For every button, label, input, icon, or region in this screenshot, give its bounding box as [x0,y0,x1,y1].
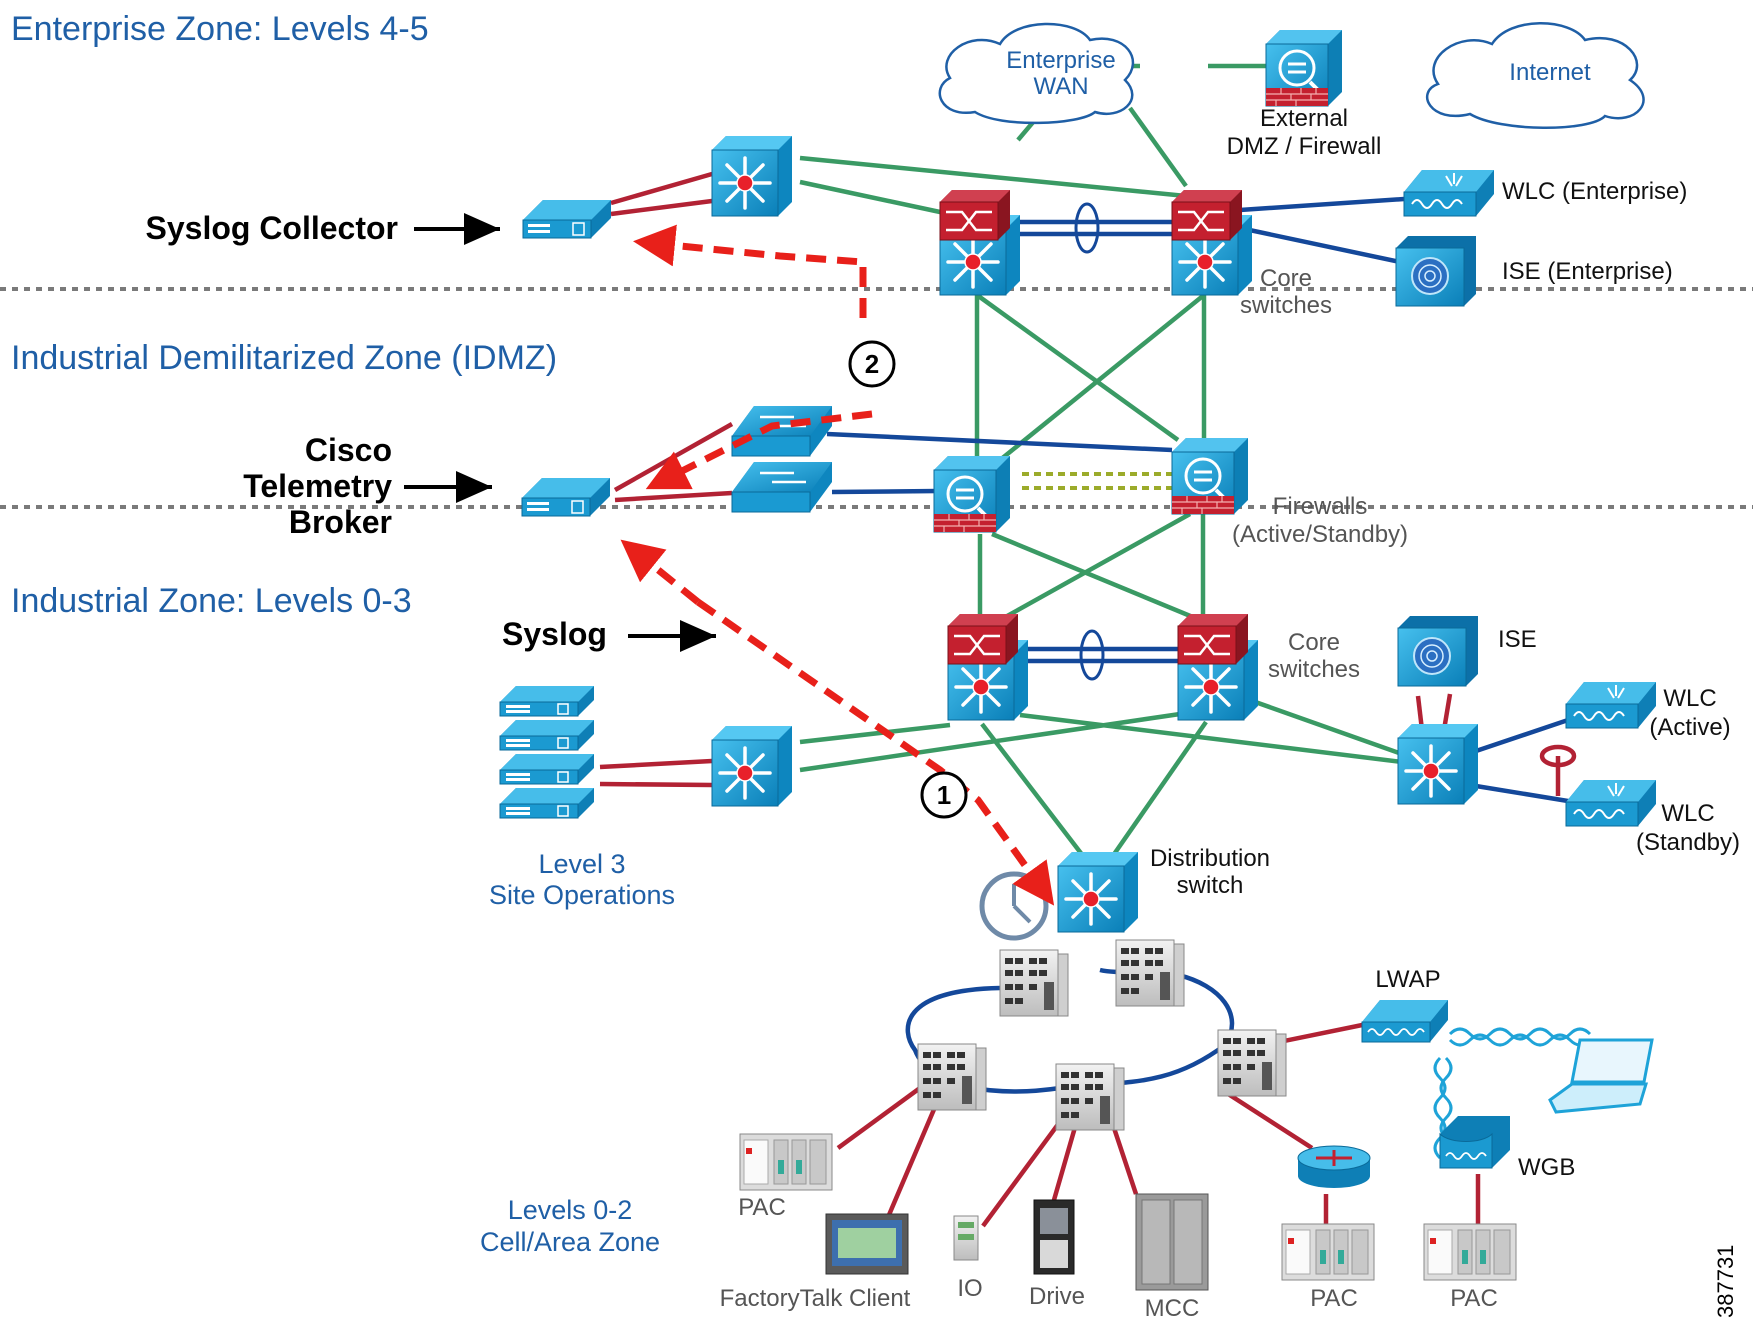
laptop-icon[interactable] [1548,1038,1654,1114]
svg-text:2: 2 [865,349,879,379]
syslog-collector-label: Syslog Collector [146,210,399,246]
ise-device[interactable] [1397,615,1479,687]
wlc-standby-device[interactable] [1565,779,1657,827]
enterprise-core-left[interactable] [938,188,1022,297]
step-badge-1: 1 [920,771,968,819]
level3-switch[interactable] [710,724,794,808]
wlc-standby-label-1: WLC [1661,800,1714,827]
syslog-label: Syslog [502,616,607,652]
idmz-switch-bottom[interactable] [730,460,834,514]
idmz-firewall-standby[interactable] [1170,436,1250,516]
industrial-core-left[interactable] [946,612,1030,722]
industrial-switch-5[interactable] [1217,1029,1287,1097]
core2-label-1: Core [1288,629,1340,656]
drive-label: Drive [1029,1283,1085,1310]
mcc-cabinet[interactable] [1135,1193,1209,1291]
idmz-switch-top[interactable] [730,404,834,458]
enterprise-wan-cloud: Enterprise WAN [938,22,1135,125]
pac-label-a: PAC [738,1194,786,1221]
level3-label-1: Level 3 [538,849,625,879]
wan-label-2: WAN [1033,73,1088,100]
pac-device-a[interactable] [739,1133,833,1191]
level3-server-stack[interactable] [499,685,595,819]
port-channel-bottom [1079,629,1105,681]
internet-cloud: Internet [1426,22,1645,129]
wlc-standby-label-2: (Standby) [1636,829,1740,856]
wlc-active-device[interactable] [1565,681,1657,729]
core2-label-2: switches [1268,656,1360,683]
ise-enterprise-label: ISE (Enterprise) [1502,258,1673,285]
levels02-label-1: Levels 0-2 [508,1195,633,1225]
syslog-collector-server[interactable] [522,199,612,239]
industrial-switch-1[interactable] [999,949,1069,1017]
external-firewall[interactable] [1264,28,1344,108]
wlc-access-switch[interactable] [1396,722,1480,806]
wlc-active-label-2: (Active) [1649,714,1730,741]
zone-idmz-title: Industrial Demilitarized Zone (IDMZ) [11,339,557,377]
wlc-active-label-1: WLC [1663,685,1716,712]
industrial-switch-4[interactable] [1055,1063,1125,1131]
zone-industrial-title: Industrial Zone: Levels 0-3 [11,582,412,620]
svg-text:1: 1 [937,780,951,810]
pac-label-c: PAC [1450,1285,1498,1312]
pointer-arrows [404,213,716,652]
distribution-label-2: switch [1177,872,1244,899]
core-label-1: Core [1260,265,1312,292]
industrial-switch-2[interactable] [1115,939,1185,1007]
firewalls-label-1: Firewalls [1273,493,1368,520]
internet-label: Internet [1509,59,1591,86]
lwap-label: LWAP [1375,966,1440,993]
ctb-label-2: Telemetry [243,468,392,504]
pac-device-c[interactable] [1423,1223,1517,1281]
pac-device-b[interactable] [1281,1223,1375,1281]
core-label-2: switches [1240,292,1332,319]
pac-label-b: PAC [1310,1285,1358,1312]
ise-enterprise-device[interactable] [1395,235,1477,307]
levels02-label-2: Cell/Area Zone [480,1227,660,1257]
zone-enterprise-title: Enterprise Zone: Levels 4-5 [11,10,429,48]
ext-fw-label-1: External [1260,105,1348,132]
enterprise-core-right[interactable] [1170,188,1254,297]
links-ha [1022,472,1172,490]
links-red [599,171,1561,1250]
wlc-enterprise-label: WLC (Enterprise) [1502,178,1687,205]
wgb-device[interactable] [1439,1116,1510,1169]
telemetry-broker-server[interactable] [521,477,611,517]
industrial-switch-3[interactable] [917,1043,987,1111]
drive-device[interactable] [1033,1199,1075,1275]
port-channel-top [1074,202,1100,254]
io-module[interactable] [953,1215,979,1261]
distribution-switch[interactable] [1056,850,1140,934]
io-label: IO [957,1275,982,1302]
factorytalk-label: FactoryTalk Client [720,1285,911,1312]
ise-label: ISE [1498,626,1537,653]
level3-label-2: Site Operations [489,880,675,910]
industrial-core-right[interactable] [1176,612,1260,722]
figure-id: 387731 [1713,1245,1738,1318]
idmz-firewall-active[interactable] [932,454,1012,534]
firewalls-label-2: (Active/Standby) [1232,521,1408,548]
router-device[interactable] [1297,1145,1371,1188]
distribution-label-1: Distribution [1150,845,1270,872]
wlc-ha-link [1539,744,1577,768]
factorytalk-hmi[interactable] [825,1213,909,1275]
wgb-label: WGB [1518,1154,1575,1181]
step-badge-2: 2 [848,340,896,388]
lwap-device[interactable] [1361,1000,1448,1043]
ext-fw-label-2: DMZ / Firewall [1227,133,1382,160]
wlc-enterprise-device[interactable] [1403,169,1495,217]
wan-label-1: Enterprise [1006,47,1115,74]
enterprise-access-switch[interactable] [710,134,794,218]
mcc-label: MCC [1145,1295,1200,1322]
ctb-label-3: Broker [289,504,392,540]
links-navy [826,196,1575,805]
links-green [799,63,1403,867]
ctb-label-1: Cisco [305,432,392,468]
syslog-flow-path [620,224,1055,906]
